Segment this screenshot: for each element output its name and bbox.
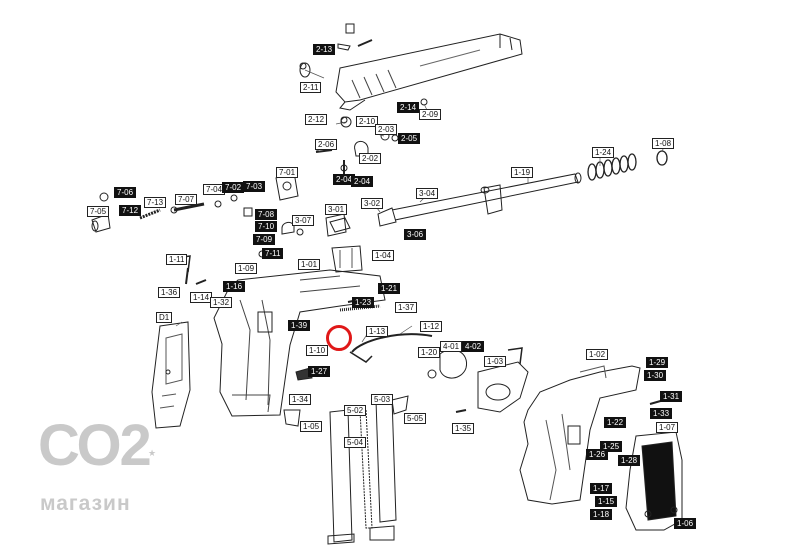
- part-label: 7-09: [253, 234, 276, 245]
- part-label: 1-12: [420, 321, 443, 332]
- part-label: 2-04: [351, 176, 374, 187]
- part-label: 7-13: [144, 197, 167, 208]
- recoil-spring: [587, 150, 668, 181]
- part-label: 1-36: [158, 287, 181, 298]
- part-label: 1-23: [352, 297, 375, 308]
- left-grip-plate: [151, 321, 191, 429]
- slide-part: [335, 33, 523, 111]
- barrel-part: [329, 172, 582, 233]
- part-label: 5-03: [371, 394, 394, 405]
- part-label: 4-02: [462, 341, 485, 352]
- part-label: 5-05: [404, 413, 427, 424]
- highlight-circle: [326, 325, 352, 351]
- part-label: 1-16: [223, 281, 246, 292]
- part-label: 1-35: [452, 423, 475, 434]
- watermark-subtitle: магазин: [40, 492, 131, 515]
- part-label: 1-02: [586, 349, 609, 360]
- slide-small-parts: [299, 23, 428, 175]
- part-label: 5-02: [344, 405, 367, 416]
- part-label: 1-31: [660, 391, 683, 402]
- part-label: 3-02: [361, 198, 384, 209]
- part-label: 7-01: [276, 167, 299, 178]
- part-label: 1-03: [484, 356, 507, 367]
- store-watermark: СО2 ★ магазин: [38, 412, 168, 522]
- part-label: 1-06: [674, 518, 697, 529]
- part-label: 7-06: [114, 187, 137, 198]
- part-label: 1-07: [656, 422, 679, 433]
- part-label: 7-12: [119, 205, 142, 216]
- trigger-bar-part: [349, 333, 433, 363]
- part-label: 2-02: [359, 153, 382, 164]
- part-label: 7-03: [243, 181, 266, 192]
- part-label: 4-01: [440, 341, 463, 352]
- trigger-guard-part: [477, 347, 529, 413]
- part-label: 2-14: [397, 102, 420, 113]
- part-label: 5-04: [344, 437, 367, 448]
- part-label: 2-12: [305, 114, 328, 125]
- part-label: 1-22: [604, 417, 627, 428]
- part-label: 1-17: [590, 483, 613, 494]
- magazine-part: [327, 395, 409, 545]
- part-label: 1-26: [586, 449, 609, 460]
- part-label: 1-29: [646, 357, 669, 368]
- part-label: 7-10: [255, 221, 278, 232]
- part-label: 2-06: [315, 139, 338, 150]
- part-label: 7-05: [87, 206, 110, 217]
- part-label: 3-06: [404, 229, 427, 240]
- part-label: 1-05: [300, 421, 323, 432]
- right-grip-plate: [625, 431, 683, 531]
- part-label: 7-02: [222, 182, 245, 193]
- part-label: 1-11: [166, 254, 188, 265]
- part-label: 1-34: [289, 394, 312, 405]
- part-label: 1-27: [308, 366, 331, 377]
- right-frame-part: [519, 365, 641, 505]
- part-label: 1-33: [650, 408, 673, 419]
- part-label: 2-09: [419, 109, 442, 120]
- part-label: 3-07: [292, 215, 315, 226]
- part-label: 1-15: [595, 496, 618, 507]
- part-label: 1-08: [652, 138, 675, 149]
- part-label: 2-10: [356, 116, 379, 127]
- part-label: 1-25: [600, 441, 623, 452]
- part-label: 1-19: [511, 167, 534, 178]
- part-label: 3-04: [416, 188, 439, 199]
- part-label: 1-24: [592, 147, 615, 158]
- part-label: 2-11: [300, 82, 322, 93]
- small-bracket-part: [331, 245, 363, 273]
- part-label: 1-37: [395, 302, 418, 313]
- part-label: 7-08: [255, 209, 278, 220]
- part-label: 1-13: [366, 326, 389, 337]
- part-label: 1-18: [590, 509, 613, 520]
- part-label: 1-20: [418, 347, 441, 358]
- part-label: 1-21: [378, 283, 401, 294]
- part-label: 2-03: [375, 124, 398, 135]
- part-label: 1-10: [306, 345, 329, 356]
- part-label: 1-28: [618, 455, 641, 466]
- part-label: D1: [156, 312, 173, 323]
- part-label: 1-30: [644, 370, 667, 381]
- part-label: 2-13: [313, 44, 336, 55]
- watermark-star-icon: ★: [148, 448, 157, 458]
- part-label: 7-11: [262, 248, 284, 259]
- part-label: 3-01: [325, 204, 348, 215]
- part-label: 1-39: [288, 320, 311, 331]
- part-label: 1-01: [298, 259, 321, 270]
- part-label: 1-32: [210, 297, 233, 308]
- part-label: 7-07: [175, 194, 198, 205]
- watermark-logo-text: СО2: [38, 413, 152, 478]
- part-label: 1-04: [372, 250, 395, 261]
- part-label: 2-05: [398, 133, 421, 144]
- part-label: 1-14: [190, 292, 213, 303]
- part-label: 1-09: [235, 263, 258, 274]
